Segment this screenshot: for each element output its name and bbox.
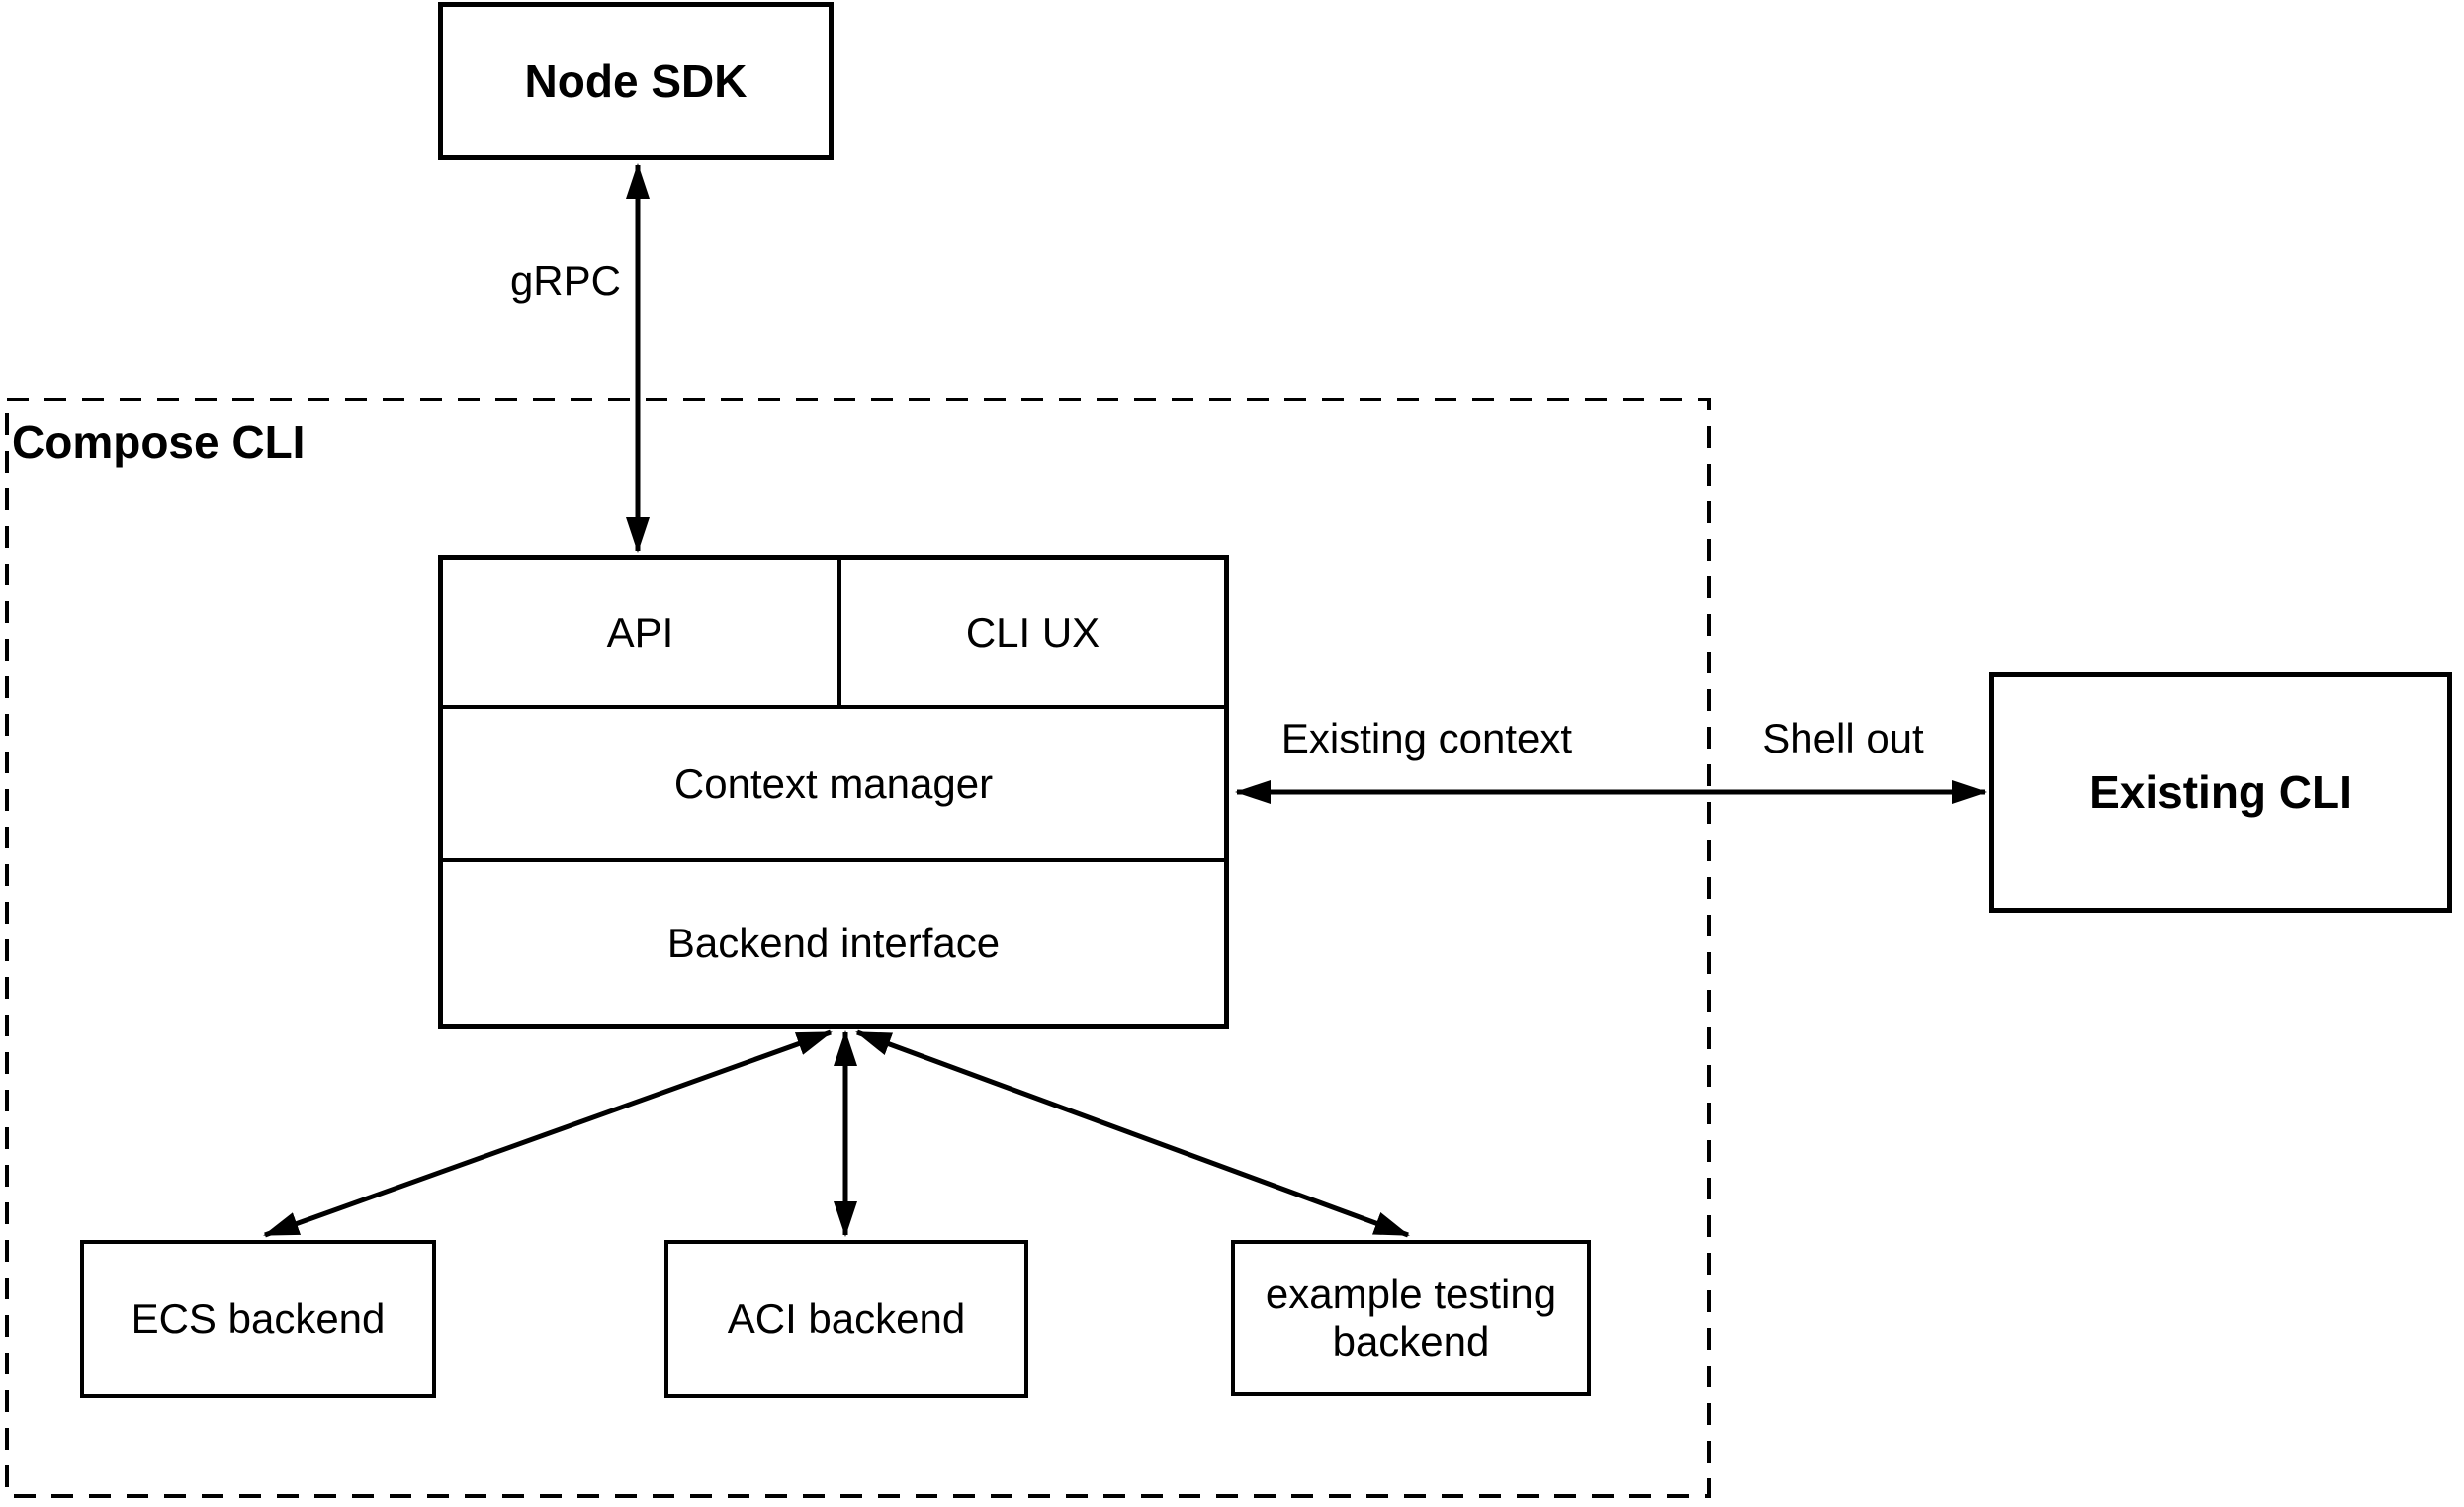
compose-cli-dashed-border [5,398,1711,1498]
stack-top-row: API CLI UX [443,560,1224,709]
ecs-arrow [263,1029,833,1238]
existing-cli-label: Existing CLI [2089,766,2352,819]
example-arrow [855,1029,1410,1238]
cli-ux-label: CLI UX [965,608,1100,656]
backend-interface-label: Backend interface [666,920,1001,966]
context-manager-cell: Context manager [443,709,1224,862]
example-testing-backend-label: example testing backend [1265,1270,1557,1365]
compose-cli-label: Compose CLI [12,416,306,468]
api-label: API [606,608,674,656]
context-manager-label: Context manager [673,759,994,807]
cli-ux-cell: CLI UX [841,560,1224,705]
node-sdk-label: Node SDK [524,54,748,107]
example-testing-backend-box: example testing backend [1231,1240,1591,1396]
compose-cli-stack-box: API CLI UX Context manager Backend inter… [438,555,1229,1029]
node-sdk-box: Node SDK [438,2,834,160]
api-cell: API [443,560,841,705]
backend-interface-cell: Backend interface [443,862,1224,1024]
aci-backend-box: ACI backend [664,1240,1028,1398]
grpc-label: gRPC [509,257,621,304]
ecs-backend-label: ECS backend [131,1294,386,1342]
shell-out-label: Shell out [1762,715,1924,761]
existing-context-label: Existing context [1280,715,1573,761]
existing-cli-box: Existing CLI [1989,672,2452,913]
aci-backend-label: ACI backend [727,1294,966,1342]
ecs-backend-box: ECS backend [80,1240,436,1398]
